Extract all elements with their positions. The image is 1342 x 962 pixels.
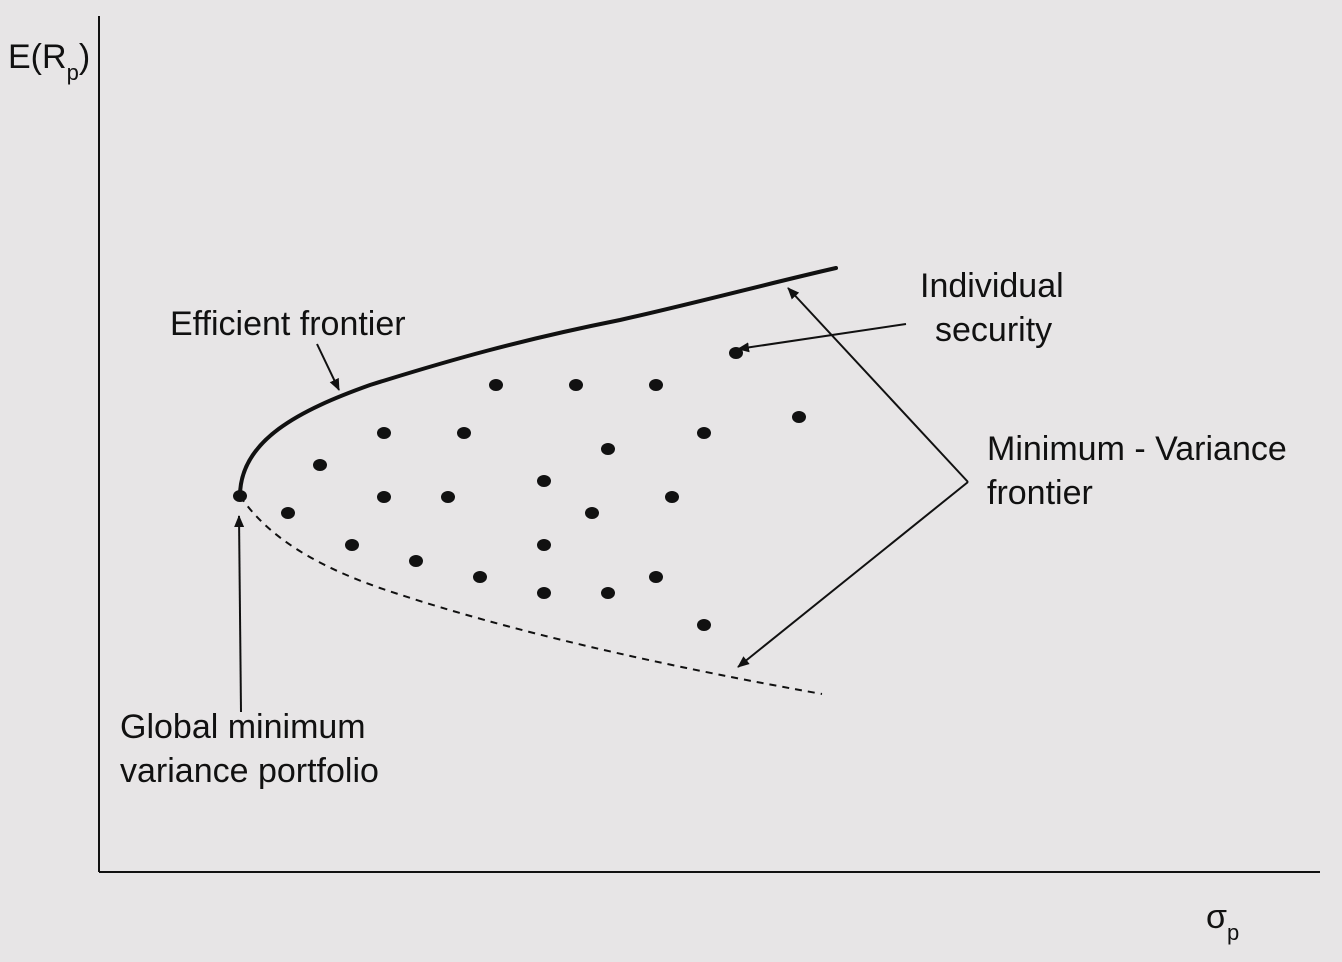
min-variance-upper-arrow (787, 287, 969, 483)
x-axis-label-main: σ (1206, 898, 1227, 936)
x-axis-label-subscript: p (1226, 920, 1240, 945)
security-dot (649, 571, 663, 583)
security-dot (313, 459, 327, 471)
efficient-frontier-label: Efficient frontier (170, 305, 406, 343)
global-minimum-variance-dot (233, 490, 247, 502)
security-dot (489, 379, 503, 391)
security-dot (697, 619, 711, 631)
security-dot (792, 411, 806, 423)
security-dot (665, 491, 679, 503)
security-dot (585, 507, 599, 519)
security-dot (537, 475, 551, 487)
security-dot (601, 587, 615, 599)
security-dot (281, 507, 295, 519)
security-dot (409, 555, 423, 567)
y-axis-label: E(Rp) (8, 38, 91, 85)
individual-security-label-line1: Individual (920, 267, 1064, 305)
security-dot (649, 379, 663, 391)
efficient-frontier-curve (238, 266, 838, 498)
security-dot (537, 587, 551, 599)
security-dot (729, 347, 743, 359)
security-dots (233, 347, 806, 631)
min-variance-lower-arrow (737, 481, 969, 668)
individual-security-label-line2: security (935, 311, 1053, 349)
security-dot (377, 491, 391, 503)
efficient-frontier-arrow (316, 343, 340, 391)
gmv-arrow (234, 515, 245, 713)
security-dot (473, 571, 487, 583)
security-dot (697, 427, 711, 439)
security-dot (457, 427, 471, 439)
y-axis-label-close: ) (78, 38, 91, 76)
individual-security-arrow (737, 323, 907, 353)
security-dot (441, 491, 455, 503)
security-dot (601, 443, 615, 455)
security-dot (377, 427, 391, 439)
minimum-variance-label-line2: frontier (987, 474, 1093, 512)
gmv-label-line2: variance portfolio (120, 752, 379, 790)
x-axis-label: σp (1206, 898, 1239, 945)
gmv-label-line1: Global minimum (120, 708, 366, 746)
security-dot (345, 539, 359, 551)
minimum-variance-label-line1: Minimum - Variance (987, 430, 1287, 468)
y-axis-label-subscript: p (66, 60, 79, 85)
inefficient-frontier-curve (239, 495, 823, 695)
security-dot (569, 379, 583, 391)
y-axis-label-main: E(R (8, 38, 67, 76)
security-dot (537, 539, 551, 551)
